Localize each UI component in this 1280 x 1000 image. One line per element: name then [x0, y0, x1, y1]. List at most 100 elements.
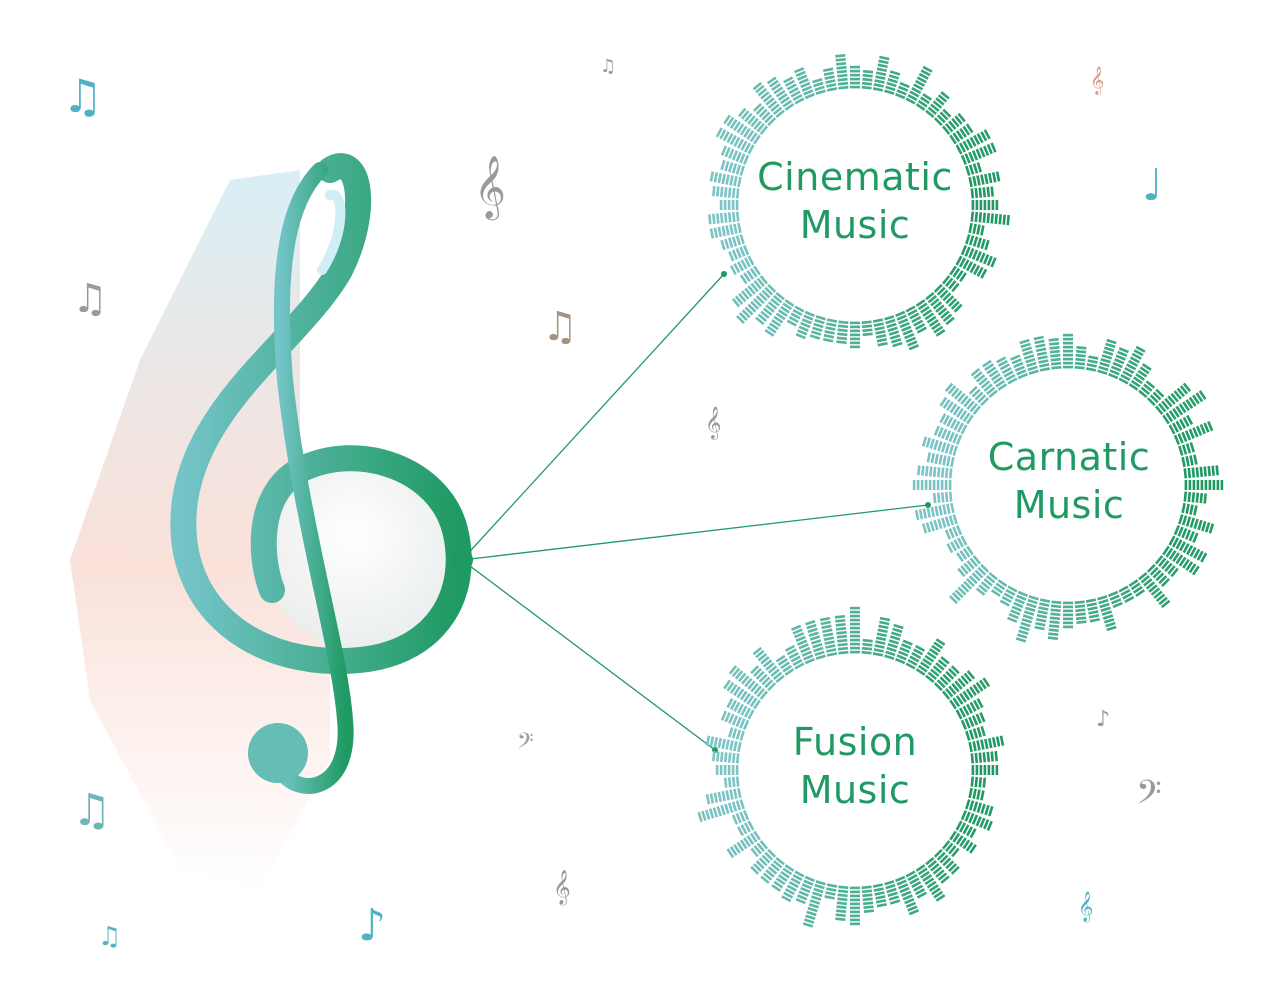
spectrum-bar-segment: [995, 200, 999, 210]
spectrum-bar-segment: [814, 650, 825, 657]
spectrum-bar-segment: [756, 687, 765, 698]
spectrum-bar-segment: [1049, 349, 1061, 354]
spectrum-bar-segment: [1161, 578, 1170, 587]
spectrum-bar-segment: [972, 801, 979, 812]
spectrum-bar-segment: [935, 329, 946, 337]
spectrum-bar-segment: [968, 716, 975, 727]
spectrum-bar-segment: [902, 329, 913, 336]
spectrum-bar-segment: [826, 652, 838, 657]
spectrum-bar-segment: [800, 886, 811, 894]
spectrum-bar-segment: [1207, 466, 1211, 477]
spectrum-bar-segment: [790, 655, 801, 663]
branch-label-carnatic: Carnatic Music: [939, 433, 1199, 529]
spectrum-bar-segment: [1185, 516, 1192, 527]
spectrum-bar-segment: [948, 431, 955, 442]
spectrum-bar-segment: [764, 329, 775, 337]
spectrum-bar-segment: [1120, 589, 1131, 597]
spectrum-bar-segment: [747, 255, 755, 266]
spectrum-bar-segment: [1188, 563, 1197, 574]
spectrum-bar-segment: [824, 330, 835, 335]
spectrum-bar-segment: [932, 466, 937, 478]
spectrum-bar-segment: [729, 119, 738, 129]
spectrum-bar-segment: [761, 111, 771, 121]
spectrum-bar-segment: [735, 248, 742, 259]
spectrum-bar-segment: [783, 891, 794, 899]
spectrum-bar-segment: [980, 803, 986, 815]
spectrum-bar-segment: [987, 737, 993, 749]
spectrum-bar-segment: [980, 397, 990, 407]
spectrum-bar-segment: [1063, 617, 1073, 621]
spectrum-bar-segment: [767, 117, 777, 127]
spectrum-bar-segment: [731, 249, 739, 260]
spectrum-bar-segment: [964, 153, 971, 164]
spectrum-bar-segment: [954, 390, 963, 400]
spectrum-bar-segment: [1007, 585, 1018, 593]
spectrum-bar-segment: [945, 316, 955, 326]
spectrum-bar-segment: [955, 130, 964, 140]
spectrum-bar-segment: [902, 894, 913, 901]
spectrum-bar-segment: [806, 623, 817, 630]
spectrum-bar-segment: [726, 116, 735, 127]
spectrum-bar-segment: [743, 257, 751, 268]
spectrum-bar-segment: [753, 845, 762, 855]
spectrum-bar-segment: [898, 318, 909, 325]
spectrum-bar-segment: [987, 765, 991, 775]
spectrum-bar-segment: [705, 735, 711, 746]
spectrum-bar-segment: [964, 718, 971, 729]
spectrum-bar-segment: [887, 326, 898, 333]
spectrum-bar-segment: [1050, 612, 1061, 617]
spectrum-bar-segment: [784, 299, 795, 307]
spectrum-bar-segment: [1035, 343, 1046, 349]
spectrum-bar-segment: [1014, 598, 1025, 605]
spectrum-bar-segment: [786, 884, 797, 892]
spectrum-bar-segment: [898, 650, 909, 657]
spectrum-bar-segment: [932, 665, 943, 674]
spectrum-bar-segment: [885, 883, 896, 890]
spectrum-bar-segment: [963, 672, 973, 683]
spectrum-bar-segment: [727, 727, 734, 738]
spectrum-bar-segment: [726, 698, 734, 709]
spectrum-bar-segment: [876, 67, 888, 73]
spectrum-bar-segment: [949, 699, 957, 710]
spectrum-bar-segment: [788, 316, 799, 324]
spectrum-bar-segment: [836, 336, 848, 341]
spectrum-bar-segment: [746, 130, 755, 140]
spectrum-bar-segment: [873, 648, 884, 653]
spectrum-bar-segment: [1104, 618, 1115, 624]
spectrum-bar-segment: [759, 840, 769, 850]
spectrum-bar-segment: [976, 162, 983, 173]
spectrum-bar-segment: [960, 154, 968, 165]
spectrum-bar-segment: [772, 860, 783, 869]
spectrum-bar-segment: [1145, 380, 1156, 389]
spectrum-bar-segment: [920, 870, 930, 879]
spectrum-bar-segment: [755, 105, 765, 115]
spectrum-bar-segment: [761, 676, 771, 686]
spectrum-bar-segment: [723, 777, 728, 788]
spectrum-bar-segment: [983, 765, 987, 775]
spectrum-bar-segment: [1050, 608, 1061, 613]
spectrum-bar-segment: [978, 377, 988, 386]
spectrum-bar-segment: [952, 445, 958, 456]
spectrum-bar-segment: [963, 397, 972, 408]
spectrum-bar-segment: [723, 679, 731, 690]
spectrum-bar-segment: [1192, 427, 1199, 438]
spectrum-bar-segment: [731, 814, 739, 825]
bass-clef-icon: 𝄢: [1136, 774, 1162, 820]
spectrum-bar-segment: [737, 176, 742, 188]
spectrum-bar-segment: [822, 632, 834, 638]
spectrum-bar-segment: [788, 86, 799, 94]
spectrum-bar-segment: [978, 187, 983, 198]
spectrum-bar-segment: [1172, 552, 1180, 563]
spectrum-bar-segment: [719, 212, 724, 224]
spectrum-bar-segment: [727, 802, 734, 813]
spectrum-bar-segment: [971, 572, 981, 582]
spectrum-bar-segment: [747, 285, 756, 295]
spectrum-bar-segment: [850, 321, 860, 325]
spectrum-bar-segment: [809, 635, 821, 641]
spectrum-bar-segment: [901, 890, 912, 897]
spectrum-bar-segment: [1158, 596, 1168, 606]
spectrum-bar-segment: [800, 321, 811, 329]
spectrum-bar-segment: [896, 879, 907, 886]
spectrum-bar-segment: [792, 628, 803, 635]
spectrum-bar-segment: [976, 237, 983, 248]
